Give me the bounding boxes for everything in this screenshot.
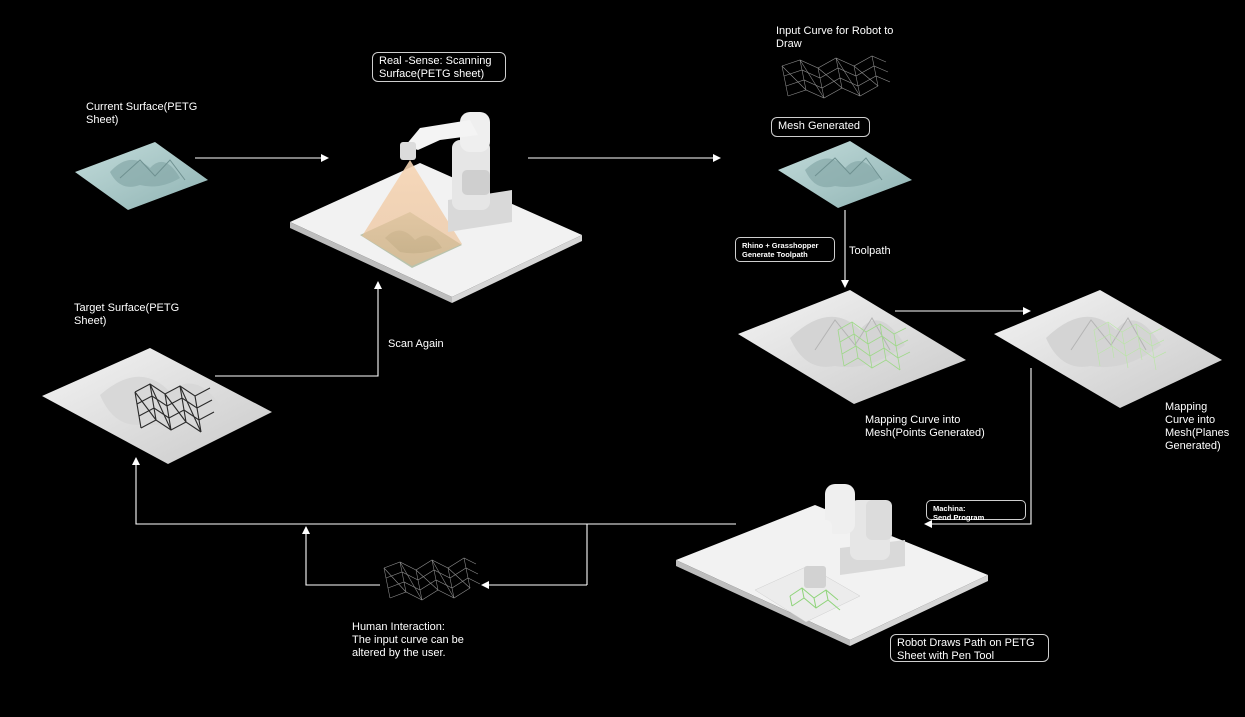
current-surface-mesh bbox=[75, 142, 208, 210]
mapping-points-surface bbox=[738, 290, 966, 404]
arrow-robot-to-target bbox=[132, 457, 736, 525]
arrow-target-to-scan bbox=[215, 281, 382, 377]
scanning-station bbox=[290, 112, 582, 303]
input-curve-label: Input Curve for Robot to Draw bbox=[776, 25, 894, 50]
drawing-station bbox=[676, 484, 988, 646]
input-curve-wireframe-bottom bbox=[383, 557, 481, 601]
flow-arrows bbox=[132, 154, 1032, 528]
target-surface-mesh bbox=[42, 348, 272, 464]
realsense-label: Real -Sense: Scanning Surface(PETG sheet… bbox=[372, 52, 506, 82]
mapping-planes-surface bbox=[994, 290, 1222, 408]
human-interaction-label: Human Interaction: The input curve can b… bbox=[352, 621, 464, 659]
toolpath-label: Toolpath bbox=[849, 245, 891, 257]
mapping-points-label: Mapping Curve into Mesh(Points Generated… bbox=[865, 414, 985, 439]
target-surface-label: Target Surface(PETG Sheet) bbox=[74, 302, 180, 327]
generated-mesh bbox=[778, 141, 912, 208]
input-curve-wireframe-top bbox=[781, 55, 891, 99]
scan-again-label: Scan Again bbox=[388, 338, 444, 350]
machina-label: Machina: Send Program bbox=[926, 500, 1026, 522]
scan-cone bbox=[362, 160, 462, 266]
rhino-grasshopper-label: Rhino + Grasshopper Generate Toolpath bbox=[735, 237, 835, 262]
current-surface-label: Current Surface(PETG Sheet) bbox=[86, 101, 198, 126]
arrow-planes-to-robot bbox=[924, 368, 1032, 528]
human-interaction-arrows bbox=[302, 524, 588, 589]
mapping-planes-label: Mapping Curve into Mesh(Planes Generated… bbox=[1165, 401, 1230, 452]
robot-draws-label: Robot Draws Path on PETG Sheet with Pen … bbox=[890, 634, 1049, 662]
mesh-generated-label: Mesh Generated bbox=[771, 117, 870, 137]
